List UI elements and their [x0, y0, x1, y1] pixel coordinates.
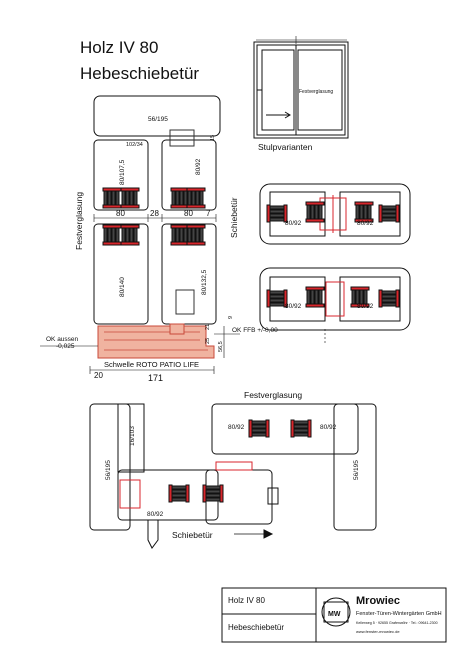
- titleblock-company-sub: Fenster-Türen-Wintergärten GmbH: [356, 611, 442, 617]
- dim-102-34: 102/34: [126, 142, 143, 148]
- ok-ffb-label: OK FFB +/-0,00: [232, 327, 278, 334]
- plan-sash-c: 80/92: [320, 424, 337, 431]
- dim-top-box: 56/195: [148, 116, 168, 123]
- plan-label-fixed: Festverglasung: [244, 390, 302, 400]
- stulp-1-profile-b: 80/92: [357, 220, 374, 227]
- dim-80-140: 80/140: [119, 277, 126, 297]
- titleblock-type: Hebeschiebetür: [228, 623, 284, 632]
- dim-15: 15: [210, 135, 216, 141]
- drawing-title-line-2: Hebeschiebetür: [80, 64, 200, 83]
- stulp-variant-1: [259, 183, 411, 245]
- elevation-fixed-label: Festverglasung: [299, 89, 333, 95]
- plan-sash-a: 80/92: [147, 511, 164, 518]
- drawing-title-line-1: Holz IV 80: [80, 38, 159, 57]
- dim-56: 56,5: [218, 341, 224, 352]
- dim-9: 9: [228, 316, 234, 319]
- dim-171: 171: [148, 373, 163, 383]
- plan-sash-b: 80/92: [228, 424, 245, 431]
- titleblock-logo-letters: MW: [328, 611, 341, 618]
- dim-25: 25: [205, 338, 211, 344]
- plan-post: 16/103: [129, 426, 136, 446]
- ok-outside-value: -0,025: [56, 343, 75, 350]
- elevation-view: [253, 41, 349, 139]
- title-block: [221, 587, 447, 643]
- plan-frame-left: 56/195: [105, 460, 112, 480]
- section-label-fixed: Festverglasung: [74, 192, 84, 250]
- horizontal-plan: [89, 403, 377, 549]
- titleblock-product: Holz IV 80: [228, 596, 265, 605]
- sill-name: Schwelle ROTO PATIO LIFE: [104, 360, 199, 369]
- titleblock-company: Mrowiec: [356, 595, 400, 607]
- dim-width-3: 80: [184, 209, 193, 218]
- dim-width-2: 28: [150, 209, 159, 218]
- dim-80-107: 80/107,5: [119, 159, 126, 185]
- stulp-1-profile-a: 80/92: [285, 220, 302, 227]
- plan-frame-right: 56/195: [353, 460, 360, 480]
- dim-20: 20: [94, 371, 103, 380]
- dim-width-1: 80: [116, 209, 125, 218]
- dim-width-4: 7: [206, 209, 211, 218]
- dim-80-92: 80/92: [195, 158, 202, 175]
- stulp-label: Stulpvarianten: [258, 142, 313, 152]
- vertical-section: [93, 95, 221, 359]
- dim-21: 21: [205, 324, 211, 330]
- stulp-2-profile-a: 80/92: [285, 303, 302, 310]
- plan-label-sliding: Schiebetür: [172, 530, 213, 540]
- stulp-2-profile-b: 80/92: [357, 303, 374, 310]
- titleblock-address: Kellerweg 5 · 92655 Grafenwöhr · Tel.: 0…: [356, 621, 438, 625]
- ok-outside-label: OK aussen: [46, 336, 79, 343]
- titleblock-web: www.fenster-mrowiec.de: [356, 629, 400, 634]
- stulp-variant-2: [259, 267, 411, 331]
- section-label-sliding: Schiebetür: [229, 197, 239, 238]
- dim-80-132: 80/132,5: [201, 269, 208, 295]
